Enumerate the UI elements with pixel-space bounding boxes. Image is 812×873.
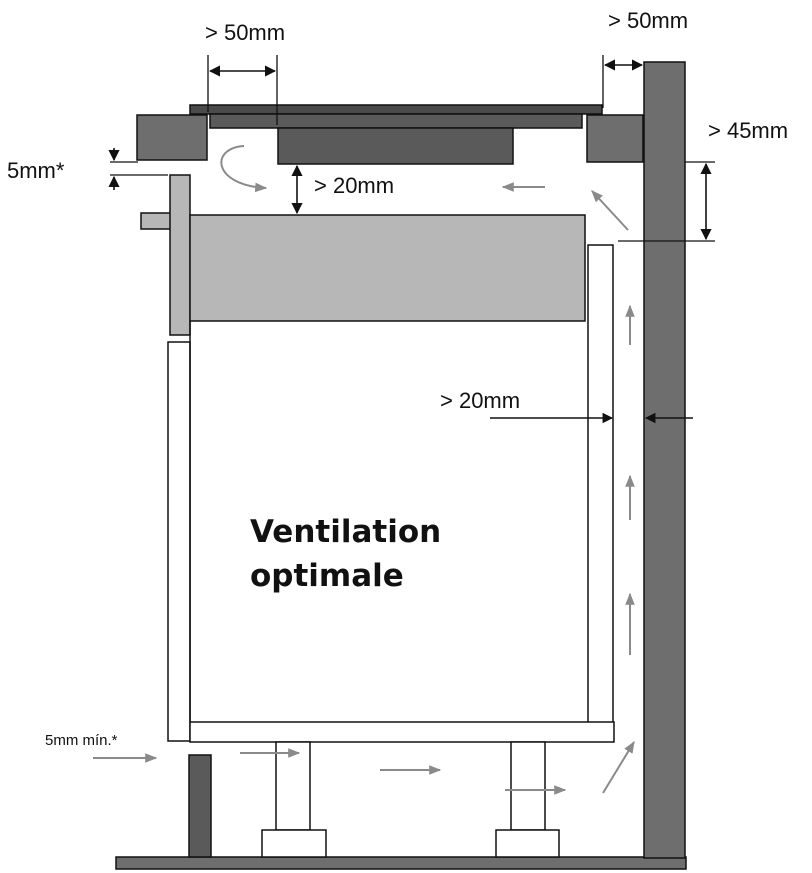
cabinet-left-side [167,341,191,742]
label-top-right-gap: > 50mm [608,8,688,33]
airflow-arrows [93,145,635,795]
dimension-right-height [618,161,715,242]
leg-right [510,741,546,831]
hob-body [277,127,514,165]
diagram-title-line2: optimale [250,558,404,594]
leg-left-foot [261,829,327,858]
label-hob-clearance: > 20mm [314,173,394,198]
airflow-arrow-bottom-right-diag [602,740,635,794]
label-bottom-gap: 5mm mín.* [45,732,118,749]
plinth [188,754,212,858]
airflow-arrow-top-diagonal [591,190,629,231]
oven-front-panel [169,174,191,336]
leg-right-foot [495,829,560,858]
label-wall-gap: > 20mm [440,388,520,413]
leg-left [275,741,311,831]
label-left-offset: 5mm* [7,158,65,183]
dimension-top-right [602,55,644,108]
floor-base [115,856,687,870]
dimension-top-left [207,55,278,125]
diagram-title-line1: Ventilation [250,514,441,550]
cabinet-back-wall [587,244,614,724]
cabinet-bottom-shelf [189,721,615,743]
airflow-curl-arrow [220,145,268,193]
label-top-left-gap: > 50mm [205,20,285,45]
oven-body [189,214,586,322]
oven-knob [140,212,172,230]
worktop-left [136,114,208,161]
dimension-left-offset [108,148,168,190]
right-wall [643,61,686,859]
hob-glass [189,104,603,115]
worktop-right [586,114,644,163]
label-right-height: > 45mm [708,118,788,143]
hob-frame [209,113,583,129]
